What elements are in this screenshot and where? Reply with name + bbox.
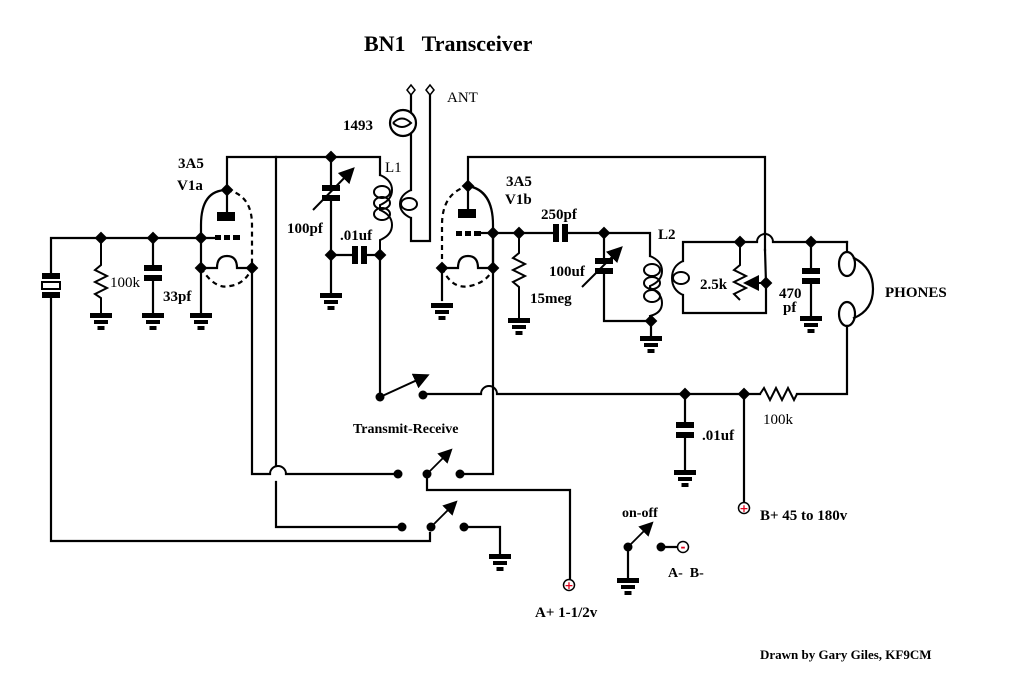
capacitor-01uf-l1: [329, 246, 382, 264]
label-15meg: 15meg: [530, 291, 572, 307]
capacitor-250pf: [553, 224, 652, 258]
label-phones: PHONES: [885, 285, 947, 301]
tube-v1b: [440, 184, 495, 288]
capacitor-470pf: [800, 240, 822, 333]
potentiometer-2-5k: [731, 242, 766, 301]
label-100k-grid: 100k: [110, 275, 141, 291]
resistor-100k-bplus: [759, 385, 798, 403]
author-credit: Drawn by Gary Giles, KF9CM: [760, 647, 932, 662]
antenna-terminal-2: [425, 83, 435, 97]
label-l2: L2: [658, 227, 676, 243]
label-l1: L1: [385, 160, 402, 176]
variable-capacitor-100uf: [581, 231, 653, 323]
switch-transmit-receive-mid[interactable]: [393, 448, 572, 582]
label-lamp-1493: 1493: [343, 118, 373, 134]
lamp-1493: [388, 108, 418, 138]
switch-transmit-receive-bottom[interactable]: [397, 500, 512, 571]
label-on-off: on-off: [622, 506, 658, 521]
coil-l2: [643, 255, 690, 322]
label-100uf: 100uf: [549, 264, 586, 280]
resistor-100k-grid: [90, 238, 112, 330]
headphones: [795, 240, 875, 396]
label-2-5k: 2.5k: [700, 277, 728, 293]
label-v1a-type: 3A5: [178, 156, 204, 172]
label-100k-bplus: 100k: [763, 412, 794, 428]
label-100pf: 100pf: [287, 221, 324, 237]
terminal-b-plus: +: [737, 501, 751, 515]
resistor-15meg: [508, 233, 530, 335]
variable-capacitor-100pf: [312, 155, 355, 297]
label-v1a-ref: V1a: [177, 178, 203, 194]
label-antenna: ANT: [447, 90, 478, 106]
coil-l1: [373, 174, 418, 255]
label-470pf-1: 470: [779, 286, 802, 302]
label-470pf-2: pf: [783, 300, 797, 316]
schematic-title: BN1 Transceiver: [364, 31, 533, 56]
switch-on-off[interactable]: [617, 521, 679, 595]
label-v1b-ref: V1b: [505, 192, 532, 208]
capacitor-01uf-bplus: [674, 392, 696, 487]
label-a-b-minus: A- B-: [668, 566, 704, 581]
terminal-a-b-minus: -: [676, 540, 690, 554]
label-a-plus: A+ 1-1/2v: [535, 605, 598, 621]
plus-sign-b: +: [739, 502, 748, 515]
label-250pf: 250pf: [541, 207, 578, 223]
label-33pf: 33pf: [163, 289, 192, 305]
capacitor-33pf: [142, 236, 164, 330]
tube-v1a: [199, 188, 254, 288]
label-transmit-receive: Transmit-Receive: [353, 422, 458, 437]
terminal-a-plus: +: [562, 578, 576, 592]
antenna-terminal-1: [406, 83, 416, 97]
plus-sign-a: +: [564, 579, 573, 592]
minus-sign: -: [681, 540, 686, 554]
label-b-plus: B+ 45 to 180v: [760, 508, 848, 524]
crystal: [41, 273, 61, 298]
switch-transmit-receive-top[interactable]: [375, 373, 430, 402]
label-v1b-type: 3A5: [506, 174, 532, 190]
label-01uf-bplus-text: .01uf: [702, 428, 735, 444]
label-01uf-l1: .01uf: [340, 228, 373, 244]
